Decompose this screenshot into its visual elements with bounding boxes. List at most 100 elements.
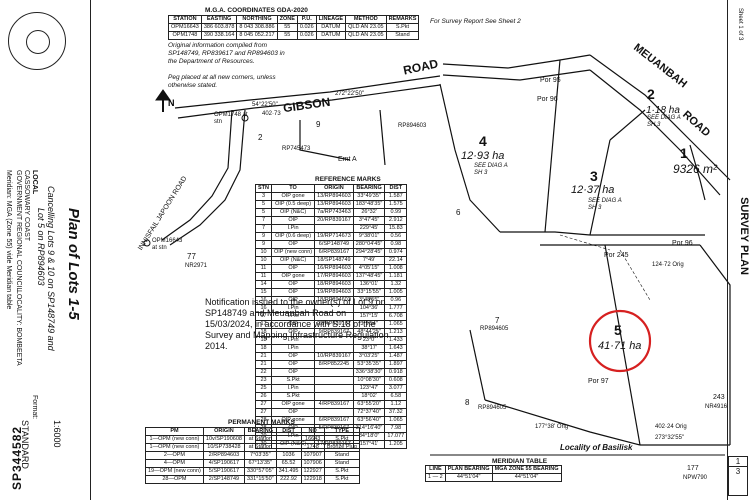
ref-cell: 7a/RP743463	[314, 208, 354, 217]
diag-ref-lot2: SEE DIAG A SH 3	[647, 115, 681, 128]
pm-cell: 222.92	[275, 475, 302, 484]
meridian-cell: 44°51'04"	[491, 473, 562, 482]
neighbour-lot-9: 9	[316, 120, 321, 129]
lot4-west-boundary	[439, 83, 501, 233]
pm-cell: at Station	[243, 443, 277, 452]
ref-cell: 11	[255, 264, 272, 273]
mga-cell: OPM1748	[168, 31, 202, 40]
mga-cell: DATUM	[315, 31, 347, 40]
lot5-west	[604, 244, 641, 446]
pm-cell: 2/SP148749	[202, 475, 245, 484]
ref-cell: 33°49'35"	[352, 192, 386, 201]
ref-cell: 2.912	[384, 216, 408, 225]
pm-cell: Stand	[323, 451, 360, 460]
ref-cell: 1.12	[384, 400, 408, 409]
ref-cell: 33°15'55"	[352, 288, 386, 297]
parcel-nr4916: NR4916	[705, 404, 728, 410]
ref-cell: 10/RP839167	[314, 352, 354, 361]
bearing-3: 177°38' Orig	[535, 424, 569, 430]
meuanbah-road-east-inner	[589, 69, 721, 196]
lot-boundary-mid	[379, 109, 386, 166]
ref-cell: OIP gone	[270, 400, 316, 409]
pm-header: NO	[300, 427, 325, 436]
original-info-line: SP148749, RP839617 and RP894603 in	[168, 50, 285, 57]
pm-cell: S.Pkt	[323, 435, 360, 444]
ref-cell	[314, 408, 354, 417]
ref-header: TO	[270, 184, 316, 193]
pm-cell: 28—OPM	[145, 475, 204, 484]
ref-cell: 22.14	[384, 256, 408, 265]
ref-cell: 21	[255, 352, 272, 361]
pm-cell: 67°13'35"	[243, 459, 277, 468]
ref-cell: OIP	[270, 288, 316, 297]
lot-3-number: 3	[590, 168, 598, 184]
bearing-1: 54°22'50"	[252, 102, 278, 108]
ref-cell: S.Pkt	[270, 392, 316, 401]
ref-cell: 1.065	[384, 416, 408, 425]
pm-header: PM	[145, 427, 204, 436]
lot5-highlight-circle	[588, 309, 652, 373]
ref-cell: 183°48'35"	[352, 200, 386, 209]
pm-cell: 331°15'50"	[243, 475, 277, 484]
ref-cell: 18/RP894603	[314, 280, 354, 289]
opm16643-label: OPM16643 at stn	[152, 238, 183, 251]
meridian-header: MGA ZONE 55 BEARING	[491, 465, 562, 474]
ref-cell: 280°04'45"	[352, 240, 386, 249]
ref-cell: 3°47'45"	[352, 216, 386, 225]
parcel-77: 77	[187, 252, 196, 261]
ref-cell: 3	[255, 192, 272, 201]
ref-cell: 4°05'15"	[352, 264, 386, 273]
ref-cell: OIP	[270, 264, 316, 273]
ref-header: ORIGIN	[314, 184, 354, 193]
pm-cell: 330°57'05"	[243, 467, 277, 476]
ref-cell: 18°02'	[352, 392, 386, 401]
lot-5-area: 41·71 ha	[598, 340, 642, 352]
parcel-rp745473: RP745473	[282, 146, 311, 152]
pm-cell: 4—OPM	[145, 459, 204, 468]
ref-header: STN	[255, 184, 272, 193]
ref-cell: 9	[255, 240, 272, 249]
ref-header: BEARING	[352, 184, 386, 193]
bearing-4: 402·24 Orig	[655, 424, 687, 430]
pm-header: TYPE	[323, 427, 360, 436]
ref-cell: 23	[255, 376, 272, 385]
ref-cell: 0.608	[384, 376, 408, 385]
ref-cell: 336°38'30"	[352, 368, 386, 377]
ref-cell: 123°47'	[352, 384, 386, 393]
survey-report-note: For Survey Report See Sheet 2	[430, 18, 521, 25]
mga-cell: QLD AN 23.05	[345, 31, 387, 40]
pm-cell: 341.495	[275, 467, 302, 476]
ref-header: DIST	[384, 184, 408, 193]
pm-cell: Stand	[323, 459, 360, 468]
ref-cell: 21	[255, 360, 272, 369]
surveyor-seal	[8, 12, 66, 70]
north-letter: N	[168, 98, 175, 108]
lot2-boundary	[609, 109, 646, 141]
ref-cell: 17.077	[384, 432, 408, 441]
ref-cell	[314, 384, 354, 393]
ref-cell: 18/SP148749	[314, 256, 354, 265]
ref-cell: OIP (0.6 deep)	[270, 232, 316, 241]
ref-cell: 20/RP839167	[314, 216, 354, 225]
lot5-east	[699, 244, 731, 445]
meridian-header: PLAN BEARING	[444, 465, 493, 474]
pm-cell: 107906	[300, 459, 325, 468]
ref-cell: 1.181	[384, 272, 408, 281]
ref-cell: 11	[255, 272, 272, 281]
neighbour-lot-2: 2	[258, 133, 263, 142]
ref-marks-heading: REFERENCE MARKS	[315, 176, 381, 183]
ref-cell: 26	[255, 392, 272, 401]
